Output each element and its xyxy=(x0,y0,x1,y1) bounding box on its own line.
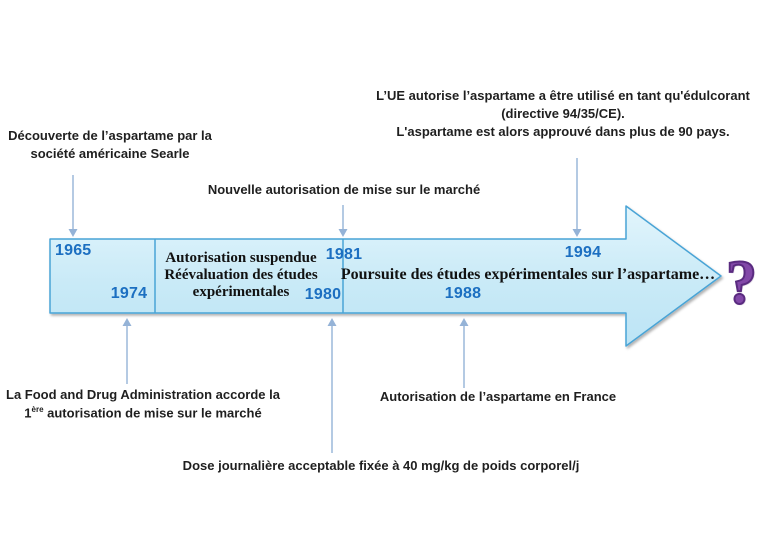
note-discovery-line2: société américaine Searle xyxy=(30,145,190,161)
year-1981: 1981 xyxy=(325,246,363,263)
segment2-line2: Réévaluation des études xyxy=(164,267,318,283)
timeline-arrow-shape xyxy=(49,205,722,347)
connector-arrow-discovery xyxy=(68,175,78,237)
note-ue-line3: L'aspartame est alors approuvé dans plus… xyxy=(396,123,730,139)
segment2-line1: Autorisation suspendue xyxy=(165,250,317,266)
note-fda-line1: La Food and Drug Administration accorde … xyxy=(6,387,280,402)
note-discovery: Découverte de l’aspartame par la société… xyxy=(8,127,212,163)
note-fda-superscript: ère xyxy=(31,404,44,414)
segment2-line3: expérimentales xyxy=(192,284,290,300)
note-france: Autorisation de l’aspartame en France xyxy=(379,389,617,404)
year-1994: 1994 xyxy=(564,244,602,261)
connector-arrow-france xyxy=(459,318,469,388)
note-fda: La Food and Drug Administration accorde … xyxy=(6,386,280,422)
year-1974: 1974 xyxy=(110,285,148,302)
connector-arrow-fda xyxy=(122,318,132,384)
note-ue: L’UE autorise l’aspartame a être utilisé… xyxy=(376,87,750,141)
year-1980: 1980 xyxy=(304,286,342,303)
year-1965: 1965 xyxy=(55,242,92,259)
note-fda-line2: 1ère autorisation de mise sur le marché xyxy=(24,404,262,421)
note-dose: Dose journalière acceptable fixée à 40 m… xyxy=(182,458,580,473)
note-nouvelle-autorisation: Nouvelle autorisation de mise sur le mar… xyxy=(207,182,481,197)
note-ue-line1: L’UE autorise l’aspartame a être utilisé… xyxy=(376,88,750,103)
note-ue-line2: (directive 94/35/CE). xyxy=(501,105,625,121)
connector-arrow-ue xyxy=(572,158,582,237)
connector-arrow-dose xyxy=(327,318,337,453)
segment2-text: Autorisation suspendue Réévaluation des … xyxy=(164,250,317,301)
year-1988: 1988 xyxy=(444,285,482,302)
connector-arrow-nouvelle xyxy=(338,205,348,237)
segment3-text: Poursuite des études expérimentales sur … xyxy=(340,266,716,283)
note-discovery-line1: Découverte de l’aspartame par la xyxy=(8,128,212,143)
question-mark: ? xyxy=(725,249,758,317)
